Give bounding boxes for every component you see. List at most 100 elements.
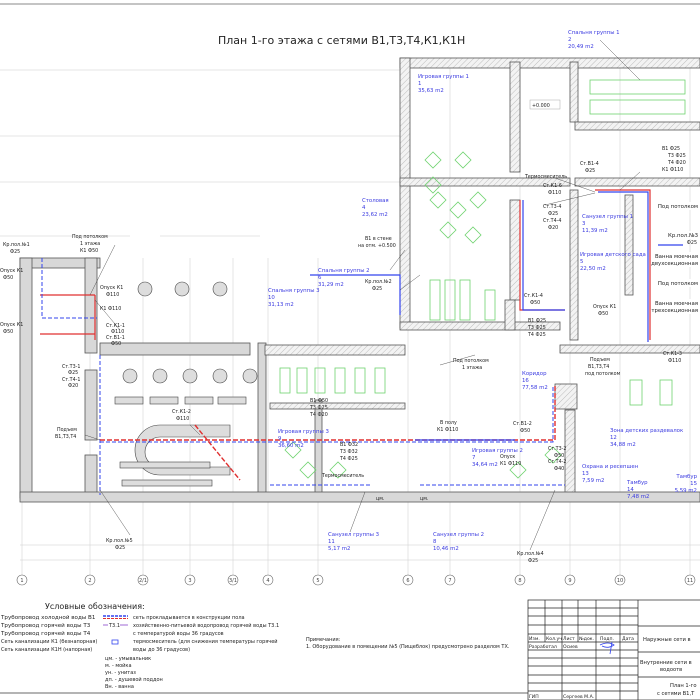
drawing-label: Ф50: [520, 428, 530, 434]
drawing-label: 2: [568, 37, 571, 43]
legend: Условные обозначения: Трубопровод холодн…: [0, 602, 279, 690]
drawing-label: Ф20: [68, 383, 78, 389]
wash-bath-2-label: Ванна моечная: [655, 301, 698, 307]
drawing-label: 4: [362, 205, 366, 211]
walls: [19, 57, 700, 503]
drawing-label: Подъем: [590, 357, 610, 363]
drawing-label: цм. - умывальник: [105, 656, 151, 662]
drawing-label: Ф25: [548, 211, 558, 217]
drawing-label: термосмеситель (для снижения температуры…: [133, 638, 278, 645]
drawing-label: Ст.К1-2: [172, 409, 191, 415]
drawing-label: Ст.Т4-2: [548, 459, 566, 465]
drawing-label: 34,64 m2: [472, 462, 498, 468]
drawing-label: 4: [266, 578, 269, 584]
drawing-label: 11,39 m2: [582, 228, 608, 234]
axis-6: 6: [402, 574, 414, 586]
floor-tap-3-label: Кр.пол.№3: [668, 233, 698, 239]
label-backing: [656, 279, 699, 287]
drawing-label: Ф110: [176, 416, 189, 422]
drawing-label: 8: [518, 578, 521, 584]
label-backing: [668, 231, 699, 239]
drawing-label: 14: [627, 487, 634, 493]
drawing-label: План 1-го: [670, 683, 697, 689]
drawing-label: 11: [687, 578, 693, 584]
drawing-label: Тамбур: [675, 474, 697, 480]
drawing-label: Ф50: [111, 341, 121, 347]
drawing-label: 20,49 m2: [568, 44, 594, 50]
drawing-label: Ст.К1-6: [543, 183, 562, 189]
drawing-label: Осиев: [563, 644, 578, 650]
drawing-label: Ст.Т3-1: [62, 364, 80, 370]
drawing-label: Ф50: [3, 329, 13, 335]
drawing-label: 3: [582, 221, 585, 227]
drawing-label: В1 Ф32: [340, 442, 358, 448]
drawing-label: 6: [406, 578, 409, 584]
drawing-label: Игровая группы 1: [418, 74, 469, 80]
drawing-label: Вн. - ванна: [105, 684, 134, 690]
drawing-label: 1. Оборудование в помещении №5 (Пищеблок…: [306, 644, 510, 650]
drawing-label: К1 Ф50: [80, 248, 98, 254]
drawing-label: 7: [448, 578, 451, 584]
drawing-label: Сеть канализации К1Н (напорная): [1, 647, 92, 653]
drawing-label: Санузел группы 2: [433, 532, 484, 538]
thermomixer-symbol: [111, 639, 119, 645]
drawing-label: с сетями В1,Т: [657, 691, 695, 697]
drawing-label: Дата: [622, 636, 634, 642]
drawing-label: Санузел группы 3: [328, 532, 379, 538]
drawing-label: 7: [472, 455, 475, 461]
drawing-label: 77,58 m2: [522, 385, 548, 391]
axis-2-1: 2/1: [137, 574, 149, 586]
drawing-label: Ф50: [3, 275, 13, 281]
drawing-label: Ст.Т4-4: [543, 218, 561, 224]
axis-7: 7: [444, 574, 456, 586]
drawing-label: 6: [318, 275, 322, 281]
drawing-label: Т4 Ф20: [309, 412, 328, 418]
drawing-label: Ст.К1-4: [524, 293, 543, 299]
drawing-label: 31,29 m2: [318, 282, 344, 288]
drawing-label: воды до 36 градусов): [133, 647, 190, 653]
drawing-label: Сеть канализации К1 (безнапорная): [1, 639, 97, 645]
drawing-label: Разработал: [529, 644, 557, 650]
label-backing: [654, 299, 699, 314]
drawing-label: №док.: [579, 636, 594, 642]
drawing-label: Ф50: [530, 300, 540, 306]
level-mark-box: [529, 99, 561, 110]
wash-bath-1-type: двухсекционная: [651, 261, 698, 267]
pipe-annotations: В1 Ф25 Т3 Ф25 Т4 Ф20 К1 Ф110 Ст.В1-4Ф25 …: [0, 146, 699, 564]
drawing-label: К1 Ф110: [437, 427, 458, 433]
label-backing: [656, 202, 699, 210]
axis-1: 1: [16, 574, 28, 586]
drawing-label: Сергеев М.А.: [563, 694, 594, 700]
drawing-label: на отм. +0.500: [358, 243, 396, 249]
drawing-label: К1 Ф110: [100, 306, 121, 312]
under-ceiling-label: Под потолком: [658, 204, 698, 210]
drawing-label: Подп.: [600, 636, 614, 642]
dining-furniture: [114, 281, 258, 487]
drawing-label: 1 этажа: [80, 241, 100, 247]
drawing-label: сеть прокладывается в конструкции пола: [133, 615, 245, 621]
axis-8: 8: [514, 574, 526, 586]
axis-markers: 1 2 2/1 3 3/1 4 5 6 7 8 9 10 11: [16, 574, 696, 586]
drawing-label: дп. - душевой поддон: [105, 676, 163, 683]
drawing-label: Зона детских раздевалок: [610, 428, 684, 434]
drawing-label: 7,59 m2: [582, 478, 604, 484]
drawing-label: Опуск: [500, 454, 515, 460]
drawing-label: ун. - унитаз: [105, 670, 136, 676]
axis-3-1: 3/1: [227, 574, 239, 586]
drawing-label: м. - мойка: [105, 662, 132, 669]
leader-lines: [84, 39, 641, 551]
drawing-label: Ф110: [548, 190, 561, 196]
drawing-label: 7,48 m2: [627, 494, 649, 500]
drawing-label: 10: [617, 578, 623, 584]
legend-cold-water: Трубопровод холодной воды В1: [0, 614, 96, 621]
drawing-label: 9: [278, 436, 282, 442]
drawing-label: 2/1: [139, 578, 147, 584]
drawing-label: Ст.В1-1: [106, 335, 125, 341]
drawing-label: Ф50: [598, 311, 608, 317]
